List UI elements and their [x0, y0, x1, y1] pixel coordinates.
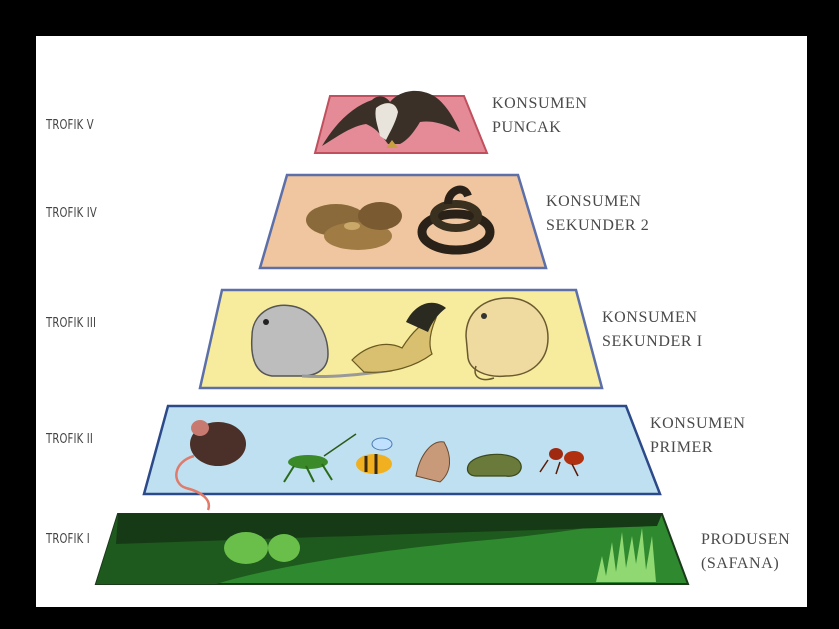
pyramid	[36, 36, 807, 607]
level-4-band	[260, 175, 546, 268]
diagram-frame: TROFIK V TROFIK IV TROFIK III TROFIK II …	[36, 36, 807, 607]
